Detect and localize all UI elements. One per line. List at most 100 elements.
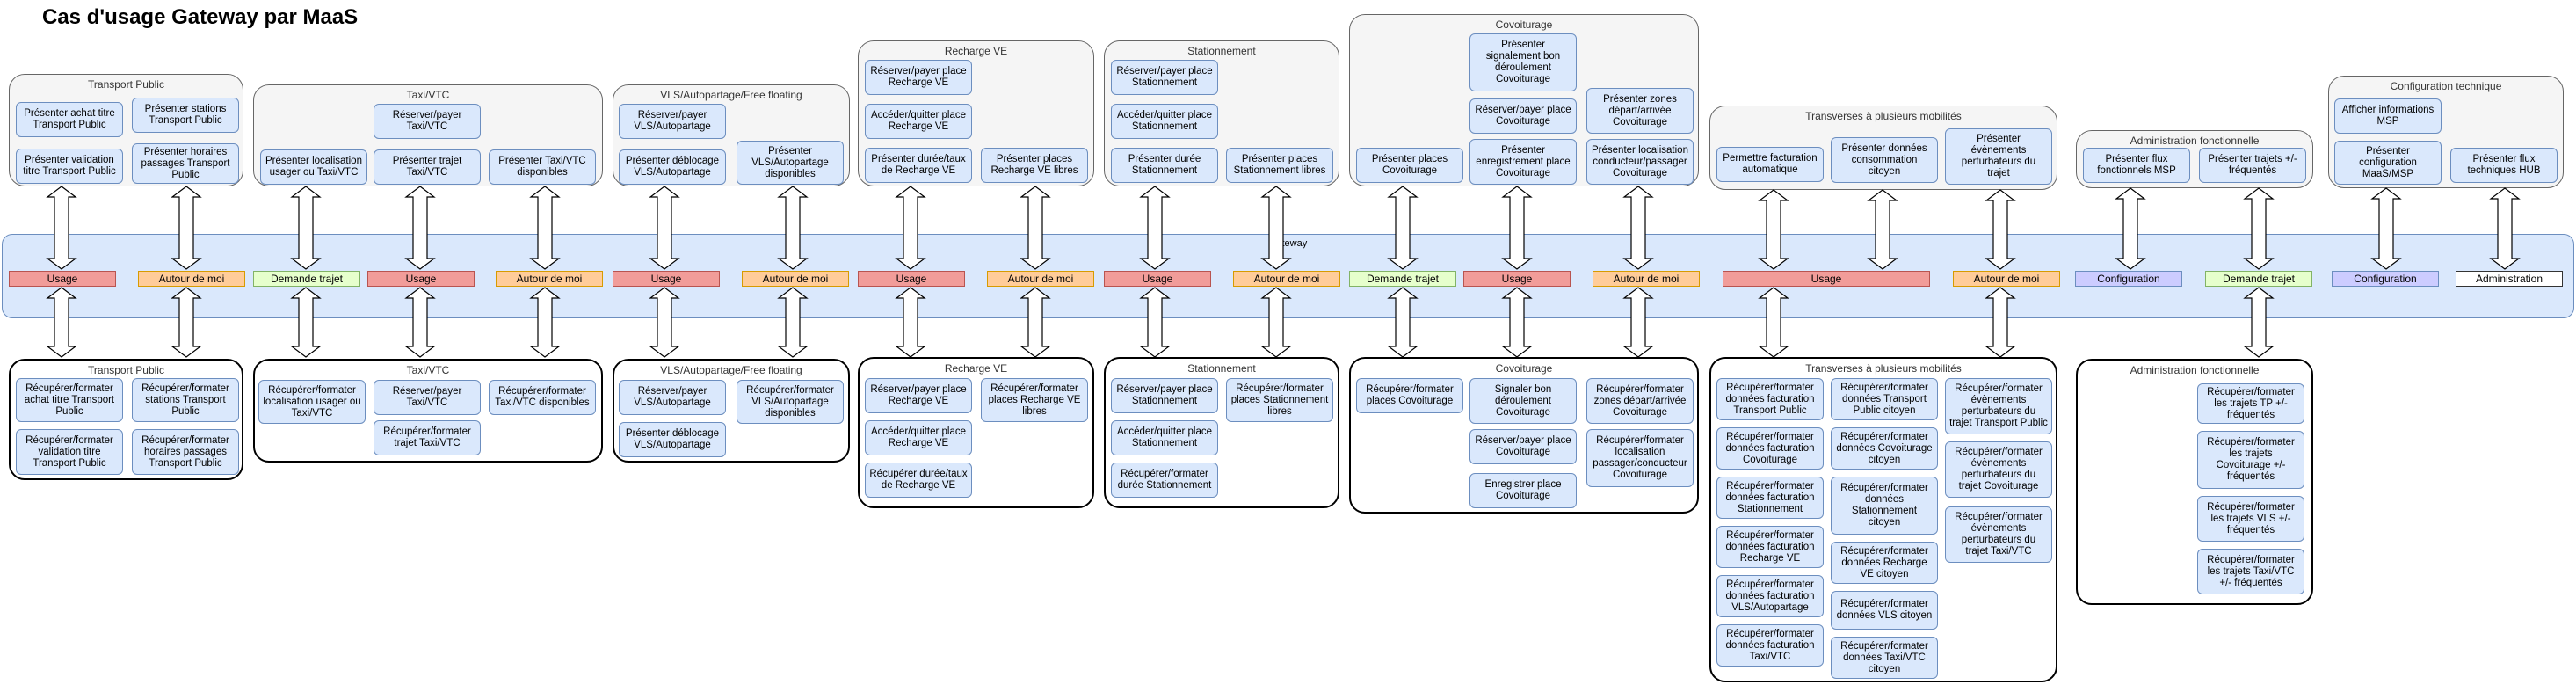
vls-reserver-box[interactable]: Réserver/payer VLS/Autopartage (619, 104, 726, 139)
tp-rec-horaires-box[interactable]: Récupérer/formater horaires passages Tra… (132, 429, 239, 475)
covoit-rec-signaler-box[interactable]: Signaler bon déroulement Covoiturage (1469, 378, 1577, 424)
trans-rec-citoyen-box[interactable]: Récupérer/formater données Taxi/VTC cito… (1831, 637, 1938, 679)
covoit-places-box[interactable]: Présenter places Covoiturage (1356, 148, 1463, 183)
taxi-rec-reserver-box[interactable]: Réserver/payer Taxi/VTC (374, 380, 481, 415)
covoit-signalement-box[interactable]: Présenter signalement bon déroulement Co… (1469, 33, 1577, 91)
vls-rec-reserver-box[interactable]: Réserver/payer VLS/Autopartage (619, 380, 726, 415)
usage-button-station[interactable]: Usage (1104, 271, 1211, 287)
demande-trajet-button-taxi[interactable]: Demande trajet (253, 271, 360, 287)
covoit-enregistrement-box[interactable]: Présenter enregistrement place Covoitura… (1469, 139, 1577, 185)
down-arrow (1985, 287, 2016, 358)
autour-de-moi-button-station[interactable]: Autour de moi (1233, 271, 1340, 287)
taxi-rec-localisation-box[interactable]: Récupérer/formater localisation usager o… (258, 380, 366, 424)
trans-rec-facturation-box[interactable]: Récupérer/formater données facturation S… (1716, 477, 1824, 519)
config-maas-box[interactable]: Présenter configuration MaaS/MSP (2334, 141, 2442, 185)
trans-rec-evenements-box[interactable]: Récupérer/formater évènements perturbate… (1945, 378, 2052, 434)
trans-rec-citoyen-box[interactable]: Récupérer/formater données Recharge VE c… (1831, 542, 1938, 584)
config-hub-box[interactable]: Présenter flux techniques HUB (2450, 148, 2558, 183)
autour-de-moi-button-recharge[interactable]: Autour de moi (987, 271, 1094, 287)
trans-rec-facturation-box[interactable]: Récupérer/formater données facturation C… (1716, 427, 1824, 470)
adminf-flux-box[interactable]: Présenter flux fonctionnels MSP (2083, 148, 2190, 183)
covoit-rec-zones-box[interactable]: Récupérer/formater zones départ/arrivée … (1586, 378, 1694, 424)
taxi-trajet-box[interactable]: Présenter trajet Taxi/VTC (374, 149, 481, 185)
tp-horaires-box[interactable]: Présenter horaires passages Transport Pu… (132, 143, 239, 184)
configuration-button-tech[interactable]: Configuration (2332, 271, 2439, 287)
station-places-box[interactable]: Présenter places Stationnement libres (1226, 148, 1333, 183)
vls-rec-disponibles-box[interactable]: Récupérer/formater VLS/Autopartage dispo… (737, 380, 844, 424)
configuration-button-admin[interactable]: Configuration (2075, 271, 2182, 287)
autour-de-moi-button-vls[interactable]: Autour de moi (742, 271, 849, 287)
taxi-rec-disponibles-box[interactable]: Récupérer/formater Taxi/VTC disponibles (489, 380, 596, 415)
recharge-duree-box[interactable]: Présenter durée/taux de Recharge VE (865, 148, 972, 183)
covoit-localisation-box[interactable]: Présenter localisation conducteur/passag… (1586, 139, 1694, 185)
trans-rec-facturation-box[interactable]: Récupérer/formater données facturation V… (1716, 575, 1824, 617)
autour-de-moi-button-transverses[interactable]: Autour de moi (1953, 271, 2060, 287)
station-rec-acceder-box[interactable]: Accéder/quitter place Stationnement (1111, 420, 1218, 455)
config-msp-box[interactable]: Afficher informations MSP (2334, 98, 2442, 134)
recharge-rec-duree-box[interactable]: Récupérer durée/taux de Recharge VE (865, 463, 972, 498)
tp-rec-validation-box[interactable]: Récupérer/formater validation titre Tran… (16, 429, 123, 475)
usage-button-vls[interactable]: Usage (613, 271, 720, 287)
tp-achat-titre-box[interactable]: Présenter achat titre Transport Public (16, 102, 123, 137)
trans-rec-citoyen-box[interactable]: Récupérer/formater données Covoiturage c… (1831, 427, 1938, 470)
station-rec-duree-box[interactable]: Récupérer/formater durée Stationnement (1111, 463, 1218, 498)
tp-validation-box[interactable]: Présenter validation titre Transport Pub… (16, 149, 123, 184)
covoit-reserver-box[interactable]: Réserver/payer place Covoiturage (1469, 98, 1577, 134)
usage-button-tp[interactable]: Usage (9, 271, 116, 287)
recharge-acceder-box[interactable]: Accéder/quitter place Recharge VE (865, 104, 972, 139)
demande-trajet-button-covoit[interactable]: Demande trajet (1349, 271, 1456, 287)
trans-rec-citoyen-box[interactable]: Récupérer/formater données VLS citoyen (1831, 591, 1938, 630)
usage-button-transverses[interactable]: Usage (1723, 271, 1930, 287)
station-rec-places-box[interactable]: Récupérer/formater places Stationnement … (1226, 378, 1333, 422)
adminf-rec-taxi-box[interactable]: Récupérer/formater les trajets Taxi/VTC … (2197, 549, 2304, 594)
taxi-disponibles-box[interactable]: Présenter Taxi/VTC disponibles (489, 149, 596, 185)
recharge-reserver-box[interactable]: Réserver/payer place Recharge VE (865, 60, 972, 95)
trans-rec-citoyen-box[interactable]: Récupérer/formater données Stationnement… (1831, 477, 1938, 535)
covoit-rec-enregistrer-box[interactable]: Enregistrer place Covoiturage (1469, 473, 1577, 508)
trans-facturation-box[interactable]: Permettre facturation automatique (1716, 147, 1824, 182)
trans-evenements-box[interactable]: Présenter évènements perturbateurs du tr… (1945, 128, 2052, 185)
autour-de-moi-button-covoit[interactable]: Autour de moi (1593, 271, 1700, 287)
trans-rec-facturation-box[interactable]: Récupérer/formater données facturation R… (1716, 526, 1824, 568)
tp-stations-box[interactable]: Présenter stations Transport Public (132, 98, 239, 133)
autour-de-moi-button-taxi[interactable]: Autour de moi (496, 271, 603, 287)
vls-rec-deblocage-box[interactable]: Présenter déblocage VLS/Autopartage (619, 422, 726, 457)
adminf-rec-covoit-box[interactable]: Récupérer/formater les trajets Covoitura… (2197, 431, 2304, 489)
trans-rec-citoyen-box[interactable]: Récupérer/formater données Transport Pub… (1831, 378, 1938, 420)
station-rec-reserver-box[interactable]: Réserver/payer place Stationnement (1111, 378, 1218, 413)
group-title: Taxi/VTC (406, 364, 450, 376)
tp-rec-achat-box[interactable]: Récupérer/formater achat titre Transport… (16, 378, 123, 422)
administration-button[interactable]: Administration (2456, 271, 2563, 287)
adminf-trajets-box[interactable]: Présenter trajets +/- fréquentés (2199, 148, 2306, 183)
tp-rec-stations-box[interactable]: Récupérer/formater stations Transport Pu… (132, 378, 239, 422)
trans-rec-evenements-box[interactable]: Récupérer/formater évènements perturbate… (1945, 506, 2052, 563)
covoit-rec-localisation-box[interactable]: Récupérer/formater localisation passager… (1586, 429, 1694, 487)
adminf-rec-tp-box[interactable]: Récupérer/formater les trajets TP +/- fr… (2197, 383, 2304, 424)
usage-button-covoit[interactable]: Usage (1463, 271, 1571, 287)
demande-trajet-button-admin[interactable]: Demande trajet (2205, 271, 2312, 287)
adminf-rec-vls-box[interactable]: Récupérer/formater les trajets VLS +/- f… (2197, 496, 2304, 542)
trans-consommation-box[interactable]: Présenter données consommation citoyen (1831, 137, 1938, 183)
vls-disponibles-box[interactable]: Présenter VLS/Autopartage disponibles (737, 141, 844, 185)
taxi-reserver-box[interactable]: Réserver/payer Taxi/VTC (374, 104, 481, 139)
recharge-places-box[interactable]: Présenter places Recharge VE libres (981, 148, 1088, 183)
usage-button-taxi[interactable]: Usage (367, 271, 475, 287)
trans-rec-facturation-box[interactable]: Récupérer/formater données facturation T… (1716, 378, 1824, 420)
recharge-rec-places-box[interactable]: Récupérer/formater places Recharge VE li… (981, 378, 1088, 422)
covoit-rec-reserver-box[interactable]: Réserver/payer place Covoiturage (1469, 429, 1577, 464)
autour-de-moi-button-tp[interactable]: Autour de moi (138, 271, 245, 287)
taxi-rec-trajet-box[interactable]: Récupérer/formater trajet Taxi/VTC (374, 420, 481, 455)
station-duree-box[interactable]: Présenter durée Stationnement (1111, 148, 1218, 183)
covoit-rec-places-box[interactable]: Récupérer/formater places Covoiturage (1356, 378, 1463, 413)
usage-button-recharge[interactable]: Usage (858, 271, 965, 287)
down-arrow (777, 287, 809, 358)
covoit-zones-box[interactable]: Présenter zones départ/arrivée Covoitura… (1586, 88, 1694, 134)
trans-rec-evenements-box[interactable]: Récupérer/formater évènements perturbate… (1945, 441, 2052, 498)
recharge-rec-reserver-box[interactable]: Réserver/payer place Recharge VE (865, 378, 972, 413)
station-reserver-box[interactable]: Réserver/payer place Stationnement (1111, 60, 1218, 95)
station-acceder-box[interactable]: Accéder/quitter place Stationnement (1111, 104, 1218, 139)
vls-deblocage-box[interactable]: Présenter déblocage VLS/Autopartage (619, 149, 726, 185)
taxi-localisation-box[interactable]: Présenter localisation usager ou Taxi/VT… (260, 149, 367, 185)
recharge-rec-acceder-box[interactable]: Accéder/quitter place Recharge VE (865, 420, 972, 455)
trans-rec-facturation-box[interactable]: Récupérer/formater données facturation T… (1716, 624, 1824, 667)
